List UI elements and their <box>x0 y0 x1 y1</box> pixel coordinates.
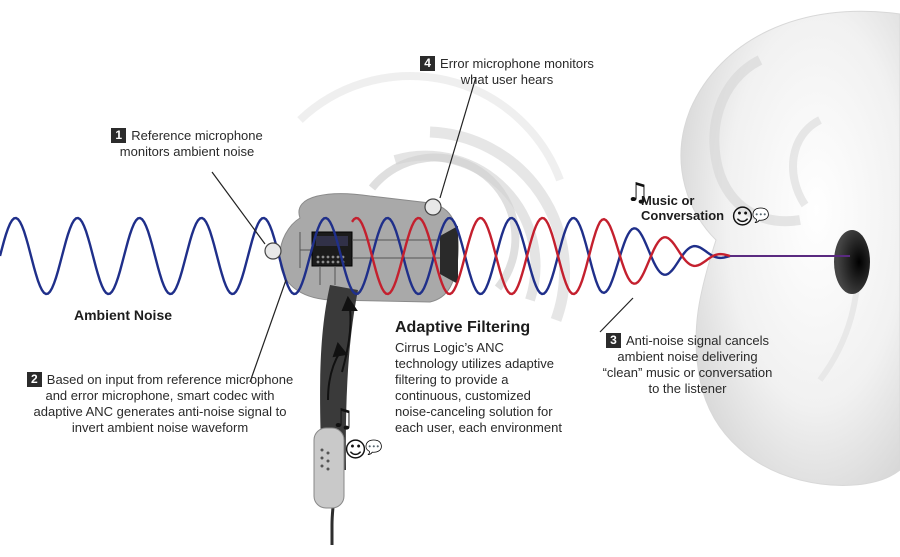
callout-reference-microphone: 1 Reference microphone monitors ambient n… <box>92 128 282 160</box>
error-microphone <box>424 198 442 216</box>
description-line: filtering to provide a <box>395 372 509 387</box>
adaptive-filtering-description: Cirrus Logic’s ANC technology utilizes a… <box>395 340 585 436</box>
callout-number: 2 <box>26 372 42 387</box>
callout-line: ambient noise delivering <box>617 349 758 364</box>
description-line: noise-canceling solution for <box>395 404 553 419</box>
callout-line: adaptive ANC generates anti-noise signal… <box>33 404 287 419</box>
anti-noise-wave <box>351 216 731 296</box>
speech-bubble-icon: 💬 <box>752 208 770 224</box>
callout-anti-noise: 3 Anti-noise signal cancels ambient noise… <box>585 333 790 397</box>
adaptive-filtering-title: Adaptive Filtering <box>395 319 531 336</box>
callout-smart-codec: 2 Based on input from reference microphon… <box>14 372 306 436</box>
description-line: technology utilizes adaptive <box>395 356 554 371</box>
callout-line: monitors ambient noise <box>119 144 255 159</box>
music-or-conversation-label: Music or Conversation <box>641 193 724 223</box>
adaptive-filtering-block: Adaptive Filtering Cirrus Logic’s ANC te… <box>395 320 585 436</box>
sound-arcs <box>297 72 571 322</box>
callout-line: Reference microphone <box>131 128 263 143</box>
leader-lines <box>211 76 634 383</box>
music-note-icon: ♫ <box>626 178 650 208</box>
callout-line: what user hears <box>460 72 554 87</box>
callout-line: Anti-noise signal cancels <box>625 333 770 348</box>
callout-line: invert ambient noise waveform <box>71 420 249 435</box>
callout-line: “clean” music or conversation <box>602 365 773 380</box>
ambient-noise-wave <box>0 216 731 296</box>
callout-number: 1 <box>111 128 127 143</box>
ambient-noise-label: Ambient Noise <box>74 307 173 323</box>
earbud-grille <box>440 226 458 284</box>
signal-flow-arrows <box>327 295 358 401</box>
cable-speech-bubble-icon: 💬 <box>365 440 383 456</box>
ear-illustration <box>680 10 900 486</box>
music-label-line: Music or <box>641 193 695 208</box>
callout-number: 4 <box>420 56 436 71</box>
cable-listener-speech-icon: ☺ <box>344 438 367 463</box>
callout-line: Error microphone monitors <box>440 56 594 71</box>
earphone-cable <box>313 427 345 545</box>
music-label-line: Conversation <box>641 208 725 223</box>
callout-line: to the listener <box>648 381 727 396</box>
cable-music-note-icon: ♫ <box>331 404 355 434</box>
callout-line: Based on input from reference microphone <box>46 372 294 387</box>
callout-error-microphone: 4 Error microphone monitors what user hea… <box>407 56 607 88</box>
listener-speech-icon: ☺ <box>731 205 754 230</box>
description-line: Cirrus Logic’s ANC <box>395 340 504 355</box>
ear-canal <box>834 230 870 294</box>
reference-microphone <box>264 242 282 260</box>
description-line: continuous, customized <box>395 388 531 403</box>
callout-line: and error microphone, smart codec with <box>45 388 275 403</box>
callout-number: 3 <box>605 333 621 348</box>
description-line: each user, each environment <box>395 420 562 435</box>
